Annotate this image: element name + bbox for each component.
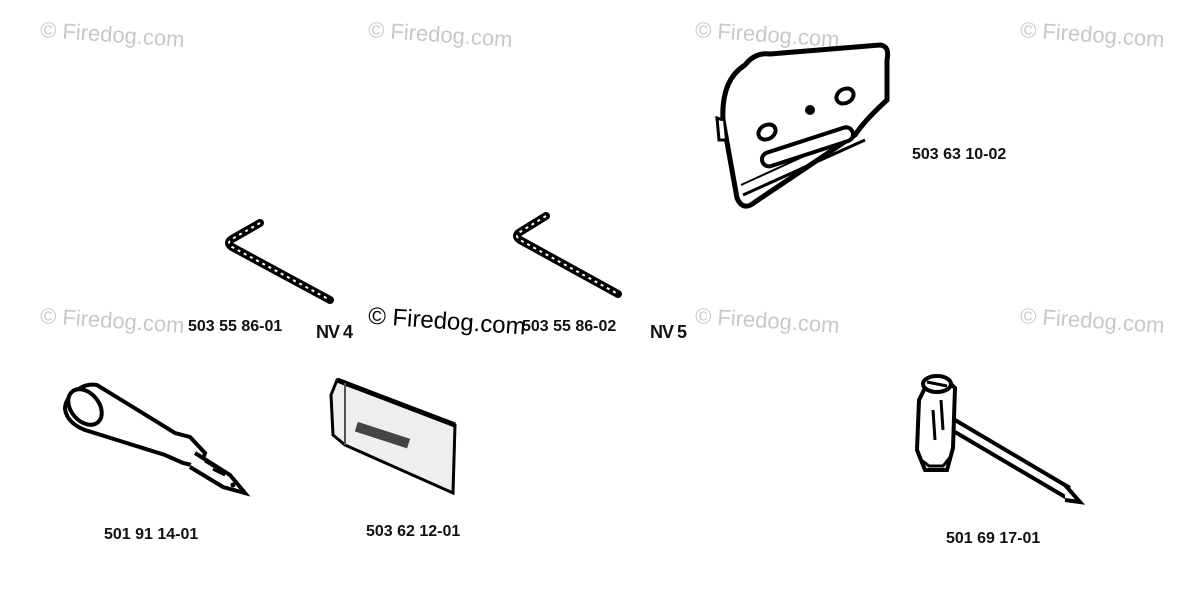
part-number-label: 503 63 10-02 (912, 146, 1007, 163)
combination-spanner-drawing (914, 374, 1086, 505)
watermark: © Firedog.com (39, 16, 186, 53)
size-label: NV 4 (316, 322, 353, 342)
watermark: © Firedog.com (39, 302, 186, 339)
hex-key-5-drawing (513, 212, 622, 298)
grease-gun-drawing (62, 382, 251, 497)
watermark: © Firedog.com (367, 302, 527, 341)
part-number-label: 501 69 17-01 (946, 530, 1041, 547)
part-number-label: 501 91 14-01 (104, 526, 199, 543)
watermark: © Firedog.com (694, 302, 841, 339)
part-number-label: 503 62 12-01 (366, 523, 461, 540)
size-label: NV 5 (650, 322, 687, 342)
part-number-label: 503 55 86-01 (188, 318, 283, 335)
watermark: © Firedog.com (1019, 302, 1166, 339)
chain-guard-plate-drawing (715, 42, 891, 209)
guide-bar-cover-drawing (329, 377, 457, 496)
watermark: © Firedog.com (1019, 16, 1166, 53)
watermark: © Firedog.com (367, 16, 514, 53)
hex-key-4-drawing (225, 219, 334, 304)
part-number-label: 503 55 86-02 (522, 318, 617, 335)
